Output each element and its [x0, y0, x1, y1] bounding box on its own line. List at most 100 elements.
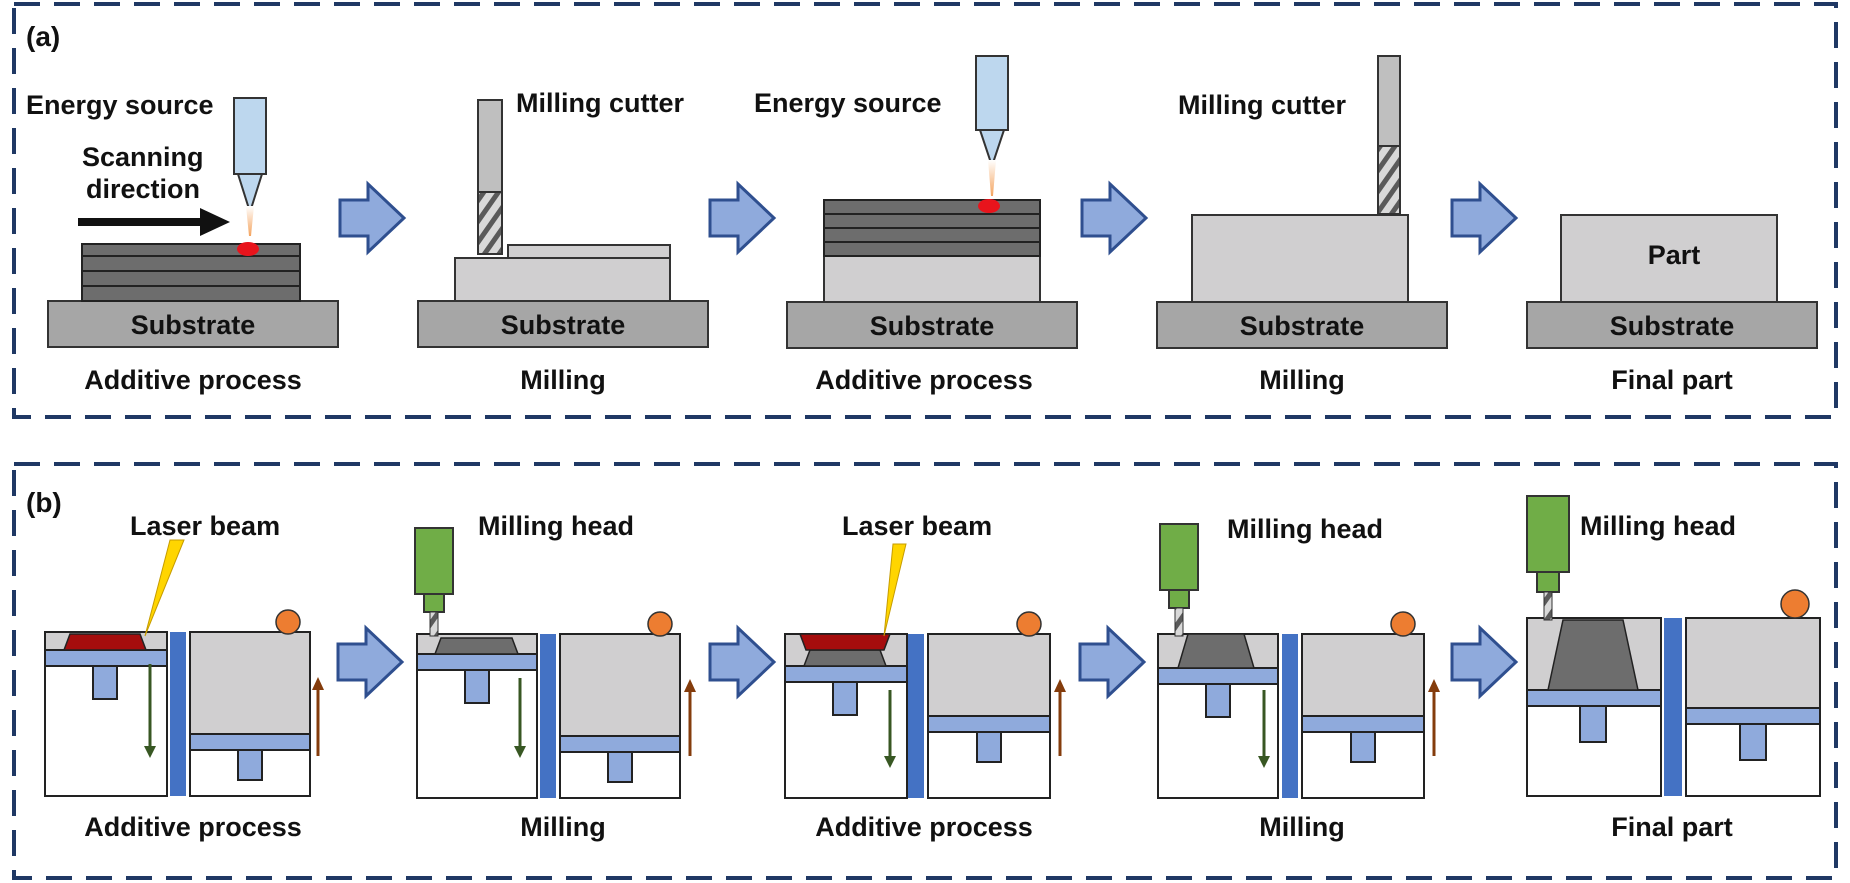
feed-platform [559, 735, 681, 753]
stage-caption: Milling [1259, 365, 1344, 395]
feed-powder [1685, 617, 1821, 709]
milling-head [414, 527, 454, 637]
panel-a-frame [12, 2, 1838, 419]
roller [647, 611, 673, 637]
feed-powder [1301, 633, 1425, 717]
build-platform [784, 665, 908, 683]
final-part [1547, 619, 1639, 691]
feed-platform [927, 715, 1051, 733]
build-platform [44, 649, 168, 667]
milled-block [454, 257, 671, 302]
part-label: Part [1648, 240, 1701, 270]
milling-head-label: Milling head [478, 511, 634, 541]
feed-platform [189, 733, 311, 751]
stage-caption: Additive process [815, 812, 1033, 842]
feed-piston [1739, 723, 1767, 761]
up-arrow [1428, 679, 1440, 756]
down-arrow [884, 690, 896, 768]
deposited-layers [81, 243, 301, 302]
up-arrow [1054, 679, 1066, 756]
milling-head [1526, 495, 1570, 621]
stage-a3: Substrate Energy source Additive process [754, 55, 1078, 395]
substrate [1156, 301, 1448, 349]
panel-b-tag: (b) [26, 487, 62, 518]
flow-arrow [708, 624, 777, 700]
platform-piston [464, 669, 490, 704]
down-arrow [1258, 690, 1270, 768]
substrate [1526, 301, 1818, 349]
energy-source-label: Energy source [754, 88, 942, 118]
deposited-layer [798, 633, 892, 651]
milling-head [1159, 523, 1199, 637]
panel-b: (b) Laser beam Additive process [12, 462, 1838, 880]
roller [1390, 611, 1416, 637]
milling-cutter-label: Milling cutter [1178, 90, 1346, 120]
feed-piston [237, 749, 263, 781]
platform-piston [1205, 683, 1231, 718]
laser-beam [144, 539, 185, 637]
final-part-block [1560, 214, 1778, 303]
stage-caption: Milling [520, 812, 605, 842]
flow-arrow [708, 180, 777, 256]
melt-pool [978, 199, 1000, 213]
milled-part [1176, 633, 1256, 669]
feed-piston [607, 751, 633, 783]
panel-a-tag: (a) [26, 21, 60, 52]
scanning-label: Scanning [82, 142, 204, 172]
build-platform [1526, 689, 1662, 707]
feed-powder [559, 633, 681, 737]
feed-piston [976, 731, 1002, 763]
previous-layer [802, 649, 888, 667]
flow-arrow [1450, 624, 1519, 700]
flow-arrow [336, 624, 405, 700]
platform-piston [1579, 705, 1607, 743]
milling-head-label: Milling head [1580, 511, 1736, 541]
deposited-layers [823, 199, 1041, 257]
feed-powder [189, 631, 311, 735]
wall [170, 632, 186, 796]
stage-caption: Milling [1259, 812, 1344, 842]
substrate-label: Substrate [501, 310, 626, 340]
stage-b3: Laser beam Additive process [784, 511, 1066, 842]
previous-block [823, 255, 1041, 303]
milled-layer [433, 637, 520, 655]
substrate [786, 301, 1078, 349]
stage-caption: Milling [520, 365, 605, 395]
scanning-direction-arrow [78, 208, 230, 236]
energy-source-nozzle [975, 55, 1009, 196]
down-arrow [144, 664, 156, 758]
build-platform [1157, 667, 1279, 685]
stage-caption: Final part [1611, 812, 1733, 842]
up-arrow [312, 677, 324, 756]
feed-powder [927, 633, 1051, 717]
platform-piston [92, 665, 118, 700]
milling-cutter-label: Milling cutter [516, 88, 684, 118]
wall [1664, 618, 1682, 796]
substrate-label: Substrate [1240, 311, 1365, 341]
build-platform [416, 653, 538, 671]
stage-b2: Milling head Milling [414, 511, 696, 842]
feed-platform [1685, 707, 1821, 725]
panel-b-frame [12, 462, 1838, 880]
up-arrow [684, 679, 696, 756]
melt-pool [237, 242, 259, 256]
energy-source-nozzle [233, 97, 267, 236]
milling-cutter [1377, 55, 1401, 215]
stage-caption: Additive process [815, 365, 1033, 395]
direction-label: direction [86, 174, 200, 204]
roller [275, 609, 301, 635]
roller [1016, 611, 1042, 637]
down-arrow [514, 678, 526, 758]
stage-a5: Substrate Part Final part [1526, 214, 1818, 395]
stage-b1: Laser beam Additive process [44, 511, 324, 842]
energy-source-label: Energy source [26, 90, 214, 120]
substrate [417, 300, 709, 348]
feed-piston [1350, 731, 1376, 763]
stage-b4: Milling head Milling [1157, 514, 1440, 842]
laser-beam-label: Laser beam [842, 511, 992, 541]
platform-piston [832, 681, 858, 716]
stage-a1: Substrate Energy source Scanning directi… [26, 90, 339, 395]
panel-a: (a) Substrate Energy source Scanni [12, 2, 1838, 419]
milling-cutter [477, 99, 503, 255]
